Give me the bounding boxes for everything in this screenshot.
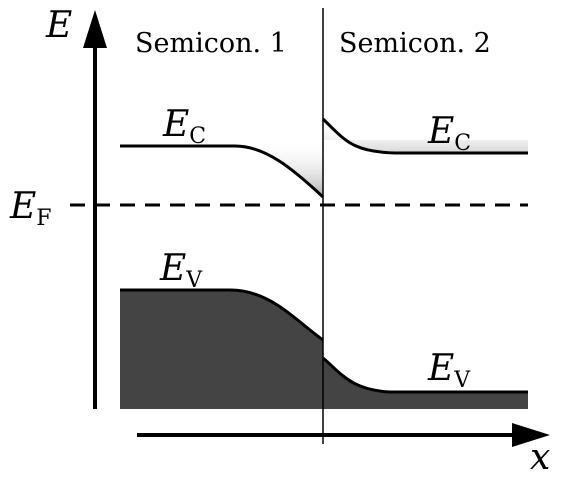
conduction-band-label-right: EC [427, 111, 471, 156]
energy-axis-label: E [45, 5, 72, 46]
fermi-level-label: EF [9, 186, 52, 231]
region-label-right: Semicon. 2 [339, 28, 491, 59]
valence-band-label-left: EV [159, 248, 203, 293]
region-label-left: Semicon. 1 [135, 28, 287, 59]
valence-band-label-right: EV [427, 348, 471, 393]
conduction-shade-right [323, 119, 528, 153]
conduction-band-edge-left [120, 144, 325, 199]
energy-axis-arrowhead [83, 10, 107, 48]
valence-band-edge [120, 288, 528, 394]
conduction-band-label-left: EC [162, 104, 206, 149]
conduction-band-edge-right [321, 117, 528, 155]
position-axis-label: x [530, 437, 550, 478]
valence-band-fill [120, 290, 528, 409]
position-axis-arrowhead [512, 423, 550, 447]
conduction-shade-left [235, 140, 323, 197]
